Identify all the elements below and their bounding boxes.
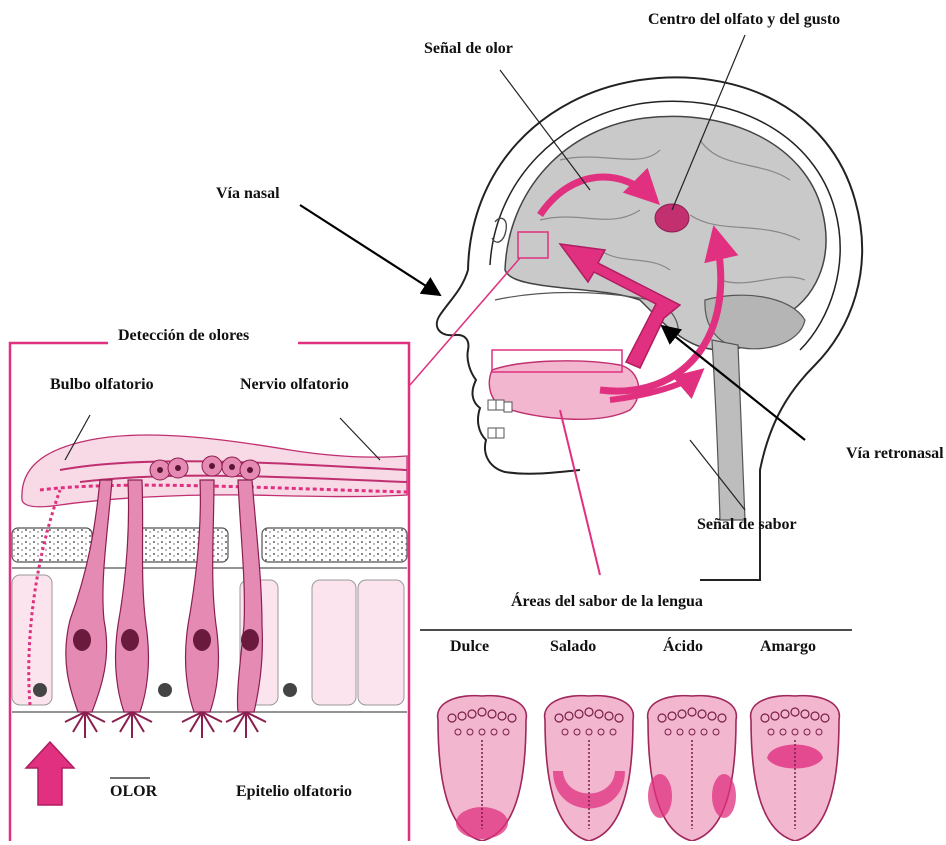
- taste-label-sweet: Dulce: [450, 639, 489, 655]
- tongue-salty: [545, 696, 634, 841]
- receptor-neurons: [66, 480, 263, 712]
- cilia: [65, 712, 266, 738]
- tongue-sweet: [438, 696, 527, 841]
- nasal-path-label: Vía nasal: [216, 186, 280, 202]
- odor-label: OLOR: [110, 784, 157, 800]
- spinal-cord: [712, 340, 745, 520]
- teeth: [488, 400, 512, 438]
- odor-detection-title: Detección de olores: [118, 328, 249, 344]
- tongue-bitter: [751, 696, 840, 841]
- tongue-areas-title: Áreas del sabor de la lengua: [511, 594, 703, 610]
- taste-label-salty: Salado: [550, 639, 596, 655]
- retronasal-path-label: Vía retronasal: [846, 446, 944, 462]
- nasal-path-pointer: [300, 205, 440, 295]
- olfactory-nerve-label: Nervio olfatorio: [240, 377, 349, 393]
- taste-label-sour: Ácido: [663, 639, 703, 655]
- odor-up-arrow: [26, 742, 74, 805]
- olfactory-epithelium-label: Epitelio olfatorio: [236, 784, 352, 800]
- odor-signal-label: Señal de olor: [424, 41, 513, 57]
- zoom-connector-tongue: [560, 410, 600, 575]
- smell-taste-center-spot: [655, 204, 689, 232]
- tongue-sweet-zone: [456, 807, 508, 839]
- taste-signal-label: Señal de sabor: [697, 517, 797, 533]
- odor-detection-inset: [10, 343, 409, 841]
- tongue-maps: [420, 630, 852, 841]
- smell-taste-center-label: Centro del olfato y del gusto: [648, 12, 840, 28]
- taste-label-bitter: Amargo: [760, 639, 816, 655]
- olfactory-bulb-label: Bulbo olfatorio: [50, 377, 154, 393]
- tongue-sour: [648, 696, 737, 841]
- head-illustration: [437, 77, 862, 580]
